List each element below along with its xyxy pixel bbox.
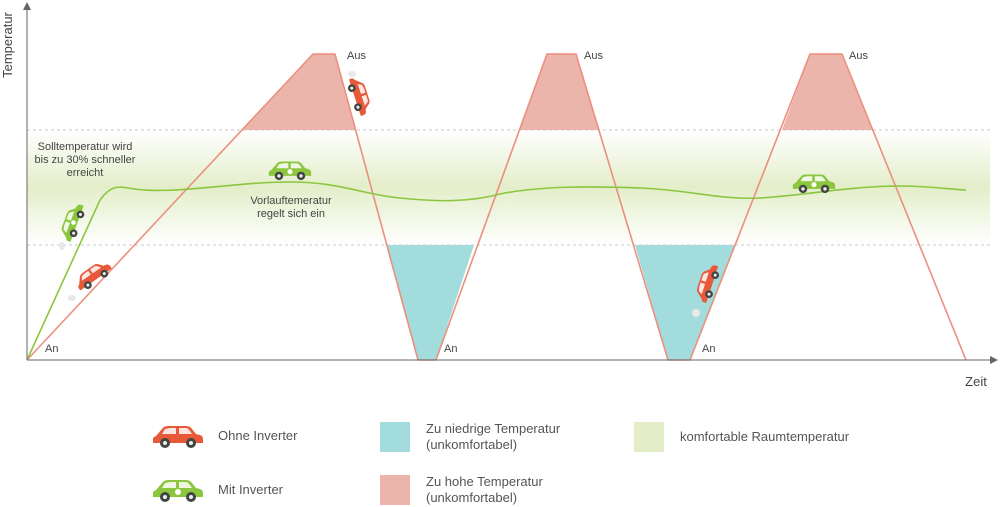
mit-inverter-line	[26, 181, 967, 361]
an-label-2: An	[444, 343, 457, 355]
schneller-annotation-line1: Solltemperatur wird	[38, 141, 133, 153]
aus-label-1: Aus	[347, 50, 366, 62]
ohne-inverter-line	[26, 53, 967, 361]
x-axis-arrow	[990, 356, 998, 364]
smoke-puff-icon	[348, 71, 356, 77]
y-axis-arrow	[23, 2, 31, 10]
comfort-band	[27, 130, 990, 245]
schneller-annotation-line2: bis zu 30% schneller	[35, 154, 136, 166]
too-hot-zone-2	[519, 54, 598, 130]
vorlauf-annotation-line1: Vorlauftemeratur	[250, 195, 332, 207]
smoke-puff-icon	[59, 242, 65, 250]
an-label-1: An	[45, 343, 58, 355]
too-cold-zone-1	[386, 245, 474, 360]
smoke-puff-icon	[68, 295, 76, 301]
aus-label-3: Aus	[849, 50, 868, 62]
y-axis-label: Temperatur	[0, 11, 15, 77]
an-label-3: An	[702, 343, 715, 355]
too-hot-zone-1	[243, 54, 355, 130]
x-axis-label: Zeit	[965, 374, 987, 389]
smoke-puff-icon	[692, 309, 700, 317]
vorlauf-annotation-line2: regelt sich ein	[257, 208, 325, 220]
aus-label-2: Aus	[584, 50, 603, 62]
schneller-annotation-line3: erreicht	[67, 167, 104, 179]
